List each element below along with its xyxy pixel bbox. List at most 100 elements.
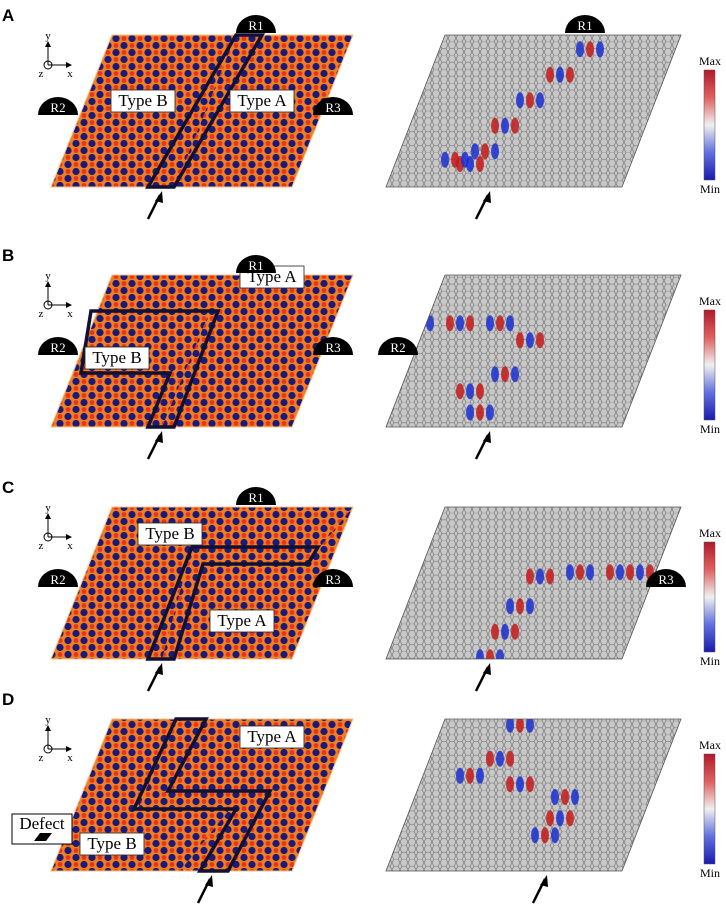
axis-triad: yxz — [39, 270, 74, 320]
field-lobe — [511, 366, 519, 383]
field-lobe — [501, 623, 509, 640]
field-lobe — [466, 383, 474, 400]
field-lobe — [481, 143, 489, 160]
field-lobe — [416, 315, 424, 332]
field-source-arrowhead — [483, 431, 491, 443]
field-lobe — [536, 568, 544, 585]
field-lobe — [476, 767, 484, 784]
y-axis-label: y — [45, 30, 51, 42]
field-lobe — [536, 332, 544, 349]
waveguide-outline — [131, 717, 273, 873]
type-b-label: Type B — [87, 834, 136, 853]
x-axis-label: x — [67, 752, 73, 764]
x-arrowhead — [66, 302, 72, 308]
waveguide-outline — [78, 309, 221, 429]
field-border — [385, 34, 682, 188]
receiver-label: R1 — [248, 18, 263, 33]
field-lobe — [526, 719, 534, 733]
receiver-label: R3 — [325, 100, 340, 115]
type-a-label: Type A — [247, 727, 297, 746]
field-lobe — [586, 41, 594, 58]
field-lobe — [491, 623, 499, 640]
field-lobe — [406, 315, 414, 332]
waveguide-outline — [145, 545, 322, 661]
z-axis-label: z — [39, 540, 44, 552]
field-lobe — [626, 564, 634, 581]
field-lobe — [456, 767, 464, 784]
field-source-arrowhead — [540, 875, 548, 887]
z-axis-label: z — [39, 308, 44, 320]
type-b-label: Type B — [92, 348, 141, 367]
type-a-label-box — [229, 89, 295, 113]
field-map — [386, 507, 681, 659]
x-axis-label: x — [67, 68, 73, 80]
field-source-arrowhead — [483, 191, 491, 203]
type-b-region — [51, 507, 353, 659]
field-lobe — [606, 564, 614, 581]
field-border — [385, 274, 682, 428]
receiver-label: R2 — [50, 340, 65, 355]
field-lobe — [471, 143, 479, 160]
receiver-label: R1 — [248, 258, 263, 273]
field-lobe — [526, 598, 534, 615]
type-b-label-box — [137, 522, 203, 546]
colorbar-max-label: Max — [699, 294, 721, 308]
source-arrowhead — [155, 431, 163, 443]
field-lobe — [466, 767, 474, 784]
field-lobe — [636, 564, 644, 581]
receiver-r2 — [38, 337, 78, 355]
waveguide-outline — [144, 33, 266, 189]
field-lobe — [501, 366, 509, 383]
field-lobe — [476, 156, 484, 172]
field-lobe — [461, 151, 469, 168]
axis-triad: y x z — [39, 502, 74, 552]
receiver-r3 — [313, 337, 353, 355]
colorbar-min-label: Min — [700, 422, 720, 436]
field-lobe — [551, 827, 559, 844]
x-axis-label: x — [67, 308, 73, 320]
field-lobe — [496, 750, 504, 767]
field-lobe — [476, 649, 484, 659]
field-lobe — [516, 598, 524, 615]
receiver-label: R3 — [325, 572, 340, 587]
field-lobe — [506, 315, 514, 332]
field-lobe — [556, 810, 564, 827]
y-axis-label: y — [45, 502, 51, 514]
receiver-label: R2 — [50, 572, 65, 587]
field-lobe — [576, 564, 584, 581]
x-axis-label: x — [67, 540, 73, 552]
field-border — [385, 506, 682, 660]
field-map — [386, 35, 681, 187]
field-map — [386, 719, 681, 871]
field-lobe — [486, 315, 494, 332]
field-lobe — [541, 827, 549, 844]
type-b-label-box — [79, 832, 145, 856]
field-background — [386, 275, 681, 427]
field-background — [386, 719, 681, 871]
source-arrowhead — [155, 663, 163, 675]
type-b-label-box — [110, 89, 176, 113]
field-lobe — [516, 719, 524, 733]
field-lobe — [571, 789, 579, 805]
receiver-r3 — [313, 569, 353, 587]
field-lobe — [526, 332, 534, 349]
field-lobe — [496, 315, 504, 332]
field-lobe — [491, 366, 499, 383]
field-lobe — [546, 66, 554, 83]
field-lobe — [456, 315, 464, 332]
x-arrowhead — [66, 62, 72, 68]
z-axis-label: z — [39, 68, 44, 80]
field-lobe — [526, 92, 534, 109]
y-arrowhead — [45, 281, 51, 287]
field-lobe — [476, 383, 484, 400]
receiver-r2 — [38, 97, 78, 115]
field-lobe — [516, 92, 524, 109]
field-lobe — [561, 789, 569, 805]
receiver-r1 — [236, 255, 276, 273]
receiver-r1 — [236, 487, 276, 505]
panel-letter: A — [2, 6, 14, 25]
field-receiver-label: R1 — [577, 18, 592, 33]
field-lobe — [551, 789, 559, 805]
field-receiver-label: R3 — [658, 572, 673, 587]
